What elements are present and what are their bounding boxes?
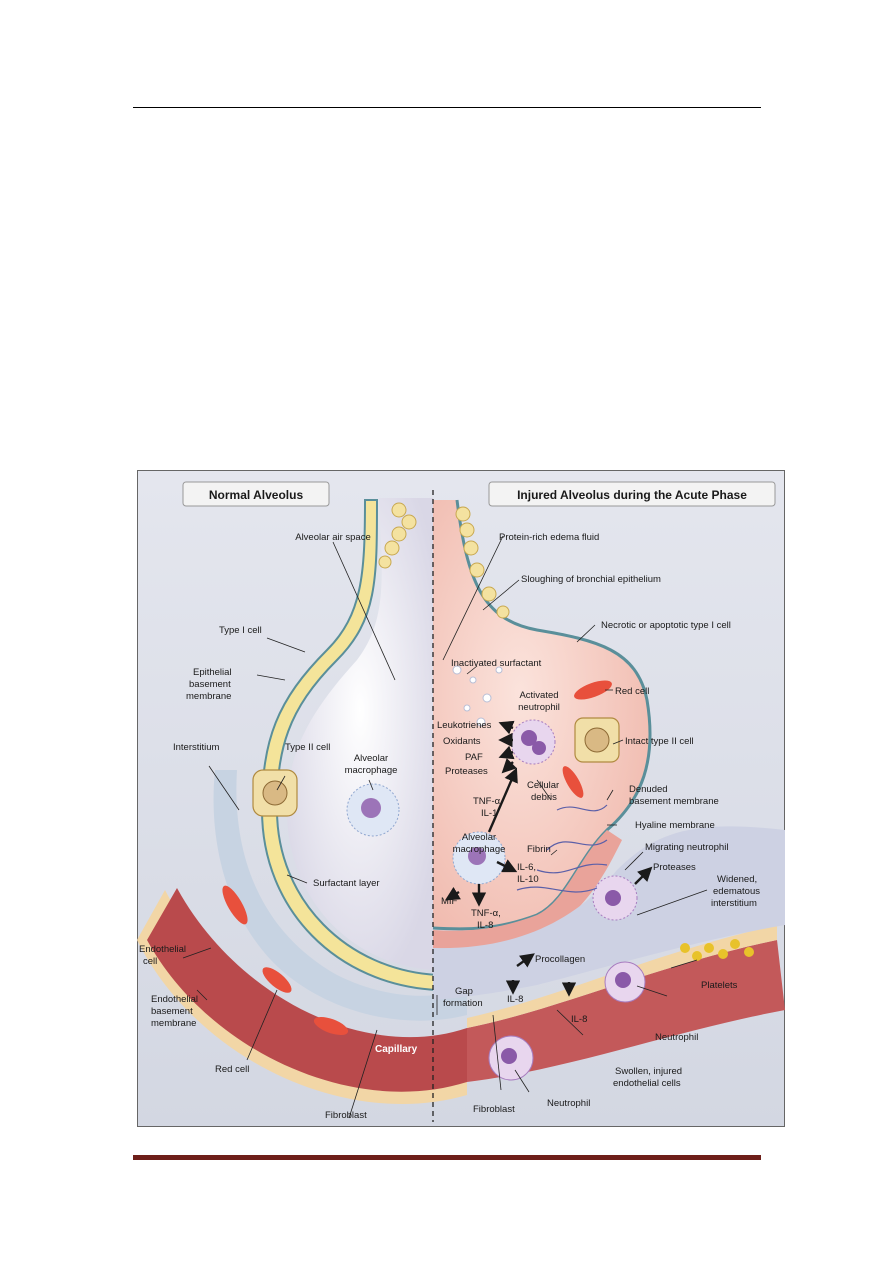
surfactant-bubbles <box>452 665 503 727</box>
label-il6-il10-2: IL-10 <box>517 874 539 885</box>
label-tnf-il8-1: TNF-α, <box>471 908 501 919</box>
label-hyaline-membrane: Hyaline membrane <box>635 820 715 831</box>
label-widened-3: interstitium <box>711 898 757 909</box>
label-endothelial-bm-2: basement <box>151 1006 193 1017</box>
label-type1-cell: Type I cell <box>219 625 262 636</box>
label-il6-il10-1: IL-6, <box>517 862 536 873</box>
label-il8-a: IL-8 <box>507 994 523 1005</box>
label-denuded-bm-1: Denuded <box>629 784 668 795</box>
red-cells <box>222 680 612 1036</box>
label-platelets: Platelets <box>701 980 738 991</box>
label-endothelial-cell-2: cell <box>143 956 157 967</box>
label-surfactant-layer: Surfactant layer <box>313 878 380 889</box>
label-alv-macrophage-r-1: Alveolar <box>462 832 496 843</box>
label-leukotrienes: Leukotrienes <box>437 720 492 731</box>
label-capillary: Capillary <box>375 1044 418 1055</box>
alveolar-air-space-right <box>433 500 651 929</box>
capillary-lumen-left <box>147 888 467 1092</box>
label-gap-2: formation <box>443 998 483 1009</box>
label-migrating-neutrophil: Migrating neutrophil <box>645 842 728 853</box>
type2-cell-right <box>574 717 620 763</box>
label-widened-2: edematous <box>713 886 760 897</box>
label-epithelial-bm-3: membrane <box>186 691 231 702</box>
label-il8-b: IL-8 <box>571 1014 587 1025</box>
label-epithelial-bm-2: basement <box>189 679 231 690</box>
label-widened-1: Widened, <box>717 874 757 885</box>
label-swollen-1: Swollen, injured <box>615 1066 682 1077</box>
label-proteases-1: Proteases <box>445 766 488 777</box>
label-endothelial-bm-1: Endothelial <box>151 994 198 1005</box>
label-oxidants: Oxidants <box>443 736 481 747</box>
label-inactivated-surfactant: Inactivated surfactant <box>451 658 542 669</box>
label-type2-cell: Type II cell <box>285 742 330 753</box>
alveolus-figure: Normal Alveolus Injured Alveolus during … <box>137 470 785 1127</box>
label-neutrophil-b: Neutrophil <box>547 1098 590 1109</box>
type2-cell-left <box>252 769 298 817</box>
svg-text:Injured Alveolus during the Ac: Injured Alveolus during the Acute Phase <box>517 488 747 502</box>
label-fibroblast-left: Fibroblast <box>325 1110 367 1121</box>
alveolar-air-space-left <box>287 498 433 970</box>
footer-rule <box>133 1155 761 1160</box>
fibrin-strands <box>516 804 608 893</box>
label-tnf-il8-2: IL-8 <box>477 920 493 931</box>
label-alveolar-macrophage-2: macrophage <box>345 765 398 776</box>
label-paf: PAF <box>465 752 483 763</box>
bronchial-cells-right <box>455 506 510 619</box>
label-activated-neutrophil-1: Activated <box>519 690 558 701</box>
label-fibrin: Fibrin <box>527 844 551 855</box>
label-red-cell-right: Red cell <box>615 686 649 697</box>
label-neutrophil-a: Neutrophil <box>655 1032 698 1043</box>
label-gap-1: Gap <box>455 986 473 997</box>
alveolus-diagram: Normal Alveolus Injured Alveolus during … <box>137 470 785 1127</box>
cytokine-arrows <box>444 720 653 997</box>
interstitium-left <box>213 770 467 1021</box>
label-alveolar-air-space: Alveolar air space <box>295 532 371 543</box>
label-epithelial-bm-1: Epithelial <box>193 667 232 678</box>
label-procollagen: Procollagen <box>535 954 585 965</box>
label-denuded-bm-2: basement membrane <box>629 796 719 807</box>
alveolar-macrophage-left <box>346 783 400 837</box>
label-necrotic: Necrotic or apoptotic type I cell <box>601 620 731 631</box>
right-panel-title: Injured Alveolus during the Acute Phase <box>488 481 776 507</box>
activated-neutrophil <box>510 719 556 765</box>
label-activated-neutrophil-2: neutrophil <box>518 702 560 713</box>
label-swollen-2: endothelial cells <box>613 1078 681 1089</box>
label-cellular-debris-1: Cellular <box>527 780 559 791</box>
label-interstitium: Interstitium <box>173 742 220 753</box>
label-protein-rich-edema: Protein-rich edema fluid <box>499 532 599 543</box>
neutrophil-capillary-2 <box>488 1035 534 1081</box>
label-endothelial-bm-3: membrane <box>151 1018 196 1029</box>
label-mif: MIF <box>441 896 458 907</box>
capillary-lumen-right <box>467 940 785 1082</box>
svg-text:Normal Alveolus: Normal Alveolus <box>209 488 304 502</box>
label-sloughing: Sloughing of bronchial epithelium <box>521 574 661 585</box>
migrating-neutrophil <box>592 875 638 921</box>
platelets-cluster <box>680 939 754 961</box>
left-panel-title: Normal Alveolus <box>182 481 330 507</box>
bronchial-cells-left <box>378 502 417 569</box>
header-rule <box>133 107 761 108</box>
label-cellular-debris-2: debris <box>531 792 557 803</box>
label-endothelial-cell-1: Endothelial <box>139 944 186 955</box>
label-alv-macrophage-r-2: macrophage <box>453 844 506 855</box>
label-tnf-il1-2: IL-1 <box>481 808 497 819</box>
label-alveolar-macrophage-1: Alveolar <box>354 753 388 764</box>
label-fibroblast-right: Fibroblast <box>473 1104 515 1115</box>
label-tnf-il1-1: TNF-α, <box>473 796 503 807</box>
label-proteases-2: Proteases <box>653 862 696 873</box>
leader-lines <box>182 535 708 1119</box>
label-intact-type2: Intact type II cell <box>625 736 694 747</box>
neutrophil-capillary-1 <box>604 961 646 1003</box>
label-red-cell-left: Red cell <box>215 1064 249 1075</box>
